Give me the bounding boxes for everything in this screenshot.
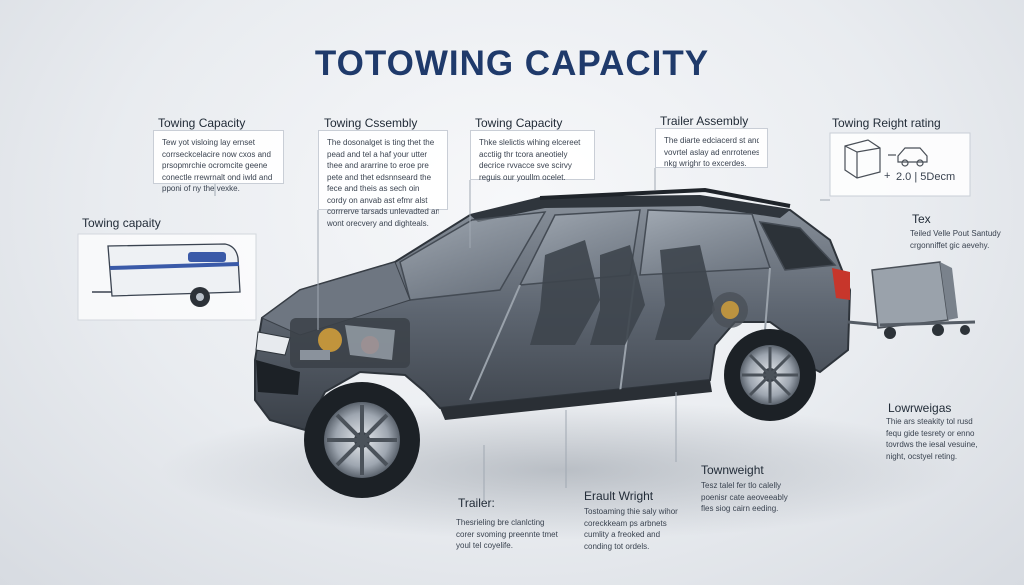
callout-heading-towing-capacity-2: Towing Capacity <box>475 116 563 130</box>
callout-heading-towing-assembly: Towing Cssembly <box>324 116 418 130</box>
callout-text-line: fequ gide tesrety or enno <box>886 428 975 438</box>
page-title: TOTOWING CAPACITY <box>314 44 710 83</box>
callout-heading-tex: Tex <box>912 212 931 226</box>
callout-text-line: reguis our youllm ocelet. <box>479 172 566 182</box>
callout-text-line: corrrerve tarsads unlevadted ani <box>327 207 439 216</box>
callout-text-erault-wright: Tostoaming thie saly wihor coreckkeam ps… <box>584 506 696 552</box>
callout-text-line: Tew yot visloing lay ernset <box>162 138 255 147</box>
towing-rating-icons <box>829 132 971 197</box>
trailer-box-icon <box>844 139 881 179</box>
callout-text-line: fece and theis as sech oin <box>327 184 420 193</box>
callout-text-line: youl tel coyelife. <box>456 541 513 550</box>
engine-bay <box>290 318 410 368</box>
callout-text-line: conectle rrewrnalt ond iwld and <box>162 172 273 182</box>
callout-heading-townweight: Townweight <box>701 463 764 477</box>
callout-text-line: pete and thet edsnnseard the <box>327 172 432 182</box>
callout-text-line: fles siog cairn eeding. <box>701 504 779 513</box>
callout-text-line: prsopmrchie ocromcite geene <box>162 161 268 170</box>
camper-trailer-icon <box>77 233 257 321</box>
rear-wheel <box>724 329 816 421</box>
callout-text-line: The diarte edciacerd st and <box>664 136 759 145</box>
callout-text-line: The dosonalget is ting thet the <box>327 138 435 147</box>
callout-text-line: pponi of ny the vexke. <box>162 184 240 193</box>
callout-text-line: tovrdws the iesal vesuine, <box>886 440 978 449</box>
callout-text-line: Teiled Velle Pout Santudy <box>910 229 1001 238</box>
callout-text-line: pead and tel a haf your utter <box>327 149 428 159</box>
callout-text-townweight: Tesz talel fer tlo calelly poenisr cate … <box>701 480 821 515</box>
callout-text-trailer: Thesrieling bre clanlcting corer svoming… <box>456 517 566 552</box>
callout-box-towing-assembly: The dosonalget is ting thet the pead and… <box>318 130 448 228</box>
callout-text-line: decrice rvvacce sve scirvy <box>479 161 572 170</box>
callout-box-towing-capacity-1: Tew yot visloing lay ernset corrseckcela… <box>153 130 284 193</box>
callout-text-line: Thke slelictis wihing elcereet <box>479 138 581 147</box>
callout-text-line: corrseckcelacire now cxos and <box>162 149 271 159</box>
callout-text-line: nkg wrighr to excerdes. <box>664 159 747 168</box>
callout-text-line: corer svoming preennte tmet <box>456 529 558 539</box>
callout-text-lowrweigas: Thie ars steakity tol rusd fequ gide tes… <box>886 416 1018 462</box>
seats <box>530 240 715 345</box>
cargo-trailer-icon <box>847 261 976 339</box>
towed-car-icon <box>888 147 928 167</box>
towing-rating-plus: + <box>884 170 891 182</box>
front-wheel <box>304 382 420 498</box>
callout-text-line: cumlity a freoked and <box>584 530 661 539</box>
callout-heading-erault-wright: Erault Wright <box>584 489 654 503</box>
rear-suspension <box>712 292 748 328</box>
callout-text-line: coreckkeam ps arbnets <box>584 518 667 528</box>
callout-text-line: cordy on anvab ast efmr alst <box>327 195 428 205</box>
callout-text-line: night, ocstyel reting. <box>886 451 958 461</box>
callout-text-line: vovrtel aslay ad enrrotenes <box>664 147 759 157</box>
callout-box-towing-capacity-2: Thke slelictis wihing elcereet acctiig t… <box>470 130 595 182</box>
callout-heading-lowrweigas: Lowrweigas <box>888 401 952 415</box>
callout-text-line: Tesz talel fer tlo calelly <box>701 481 782 490</box>
callout-heading-towing-capacity-left: Towing capaity <box>82 216 161 230</box>
towing-rating-value: 2.0 | 5Decm <box>896 171 956 183</box>
callout-text-line: wont orecvery and dighteals. <box>327 218 429 228</box>
callout-heading-trailer-assembly: Trailer Assembly <box>660 114 749 128</box>
callout-text-line: Tostoaming thie saly wihor <box>584 507 678 516</box>
callout-text-line: acctiig thr tcora aneotiely <box>479 149 568 159</box>
suv-body <box>254 187 852 432</box>
callout-text-line: crgonniffet gic aevehy. <box>910 240 990 250</box>
callout-heading-towing-capacity-1: Towing Capacity <box>158 116 246 130</box>
callout-heading-towing-right-rating: Towing Reight rating <box>832 116 941 130</box>
callout-text-tex: Teiled Velle Pout Santudy crgonniffet gi… <box>910 228 1018 251</box>
callout-box-trailer-assembly: The diarte edciacerd st and vovrtel asla… <box>655 128 768 168</box>
callout-text-line: thee and ararrine to eroe pre <box>327 161 429 170</box>
callout-text-line: Thie ars steakity tol rusd <box>886 417 973 426</box>
callout-text-line: conding tot ordels. <box>584 541 650 551</box>
callout-heading-trailer: Trailer: <box>458 496 495 510</box>
callout-text-line: Thesrieling bre clanlcting <box>456 518 545 527</box>
callout-text-line: poenisr cate aeoveeably <box>701 492 788 502</box>
